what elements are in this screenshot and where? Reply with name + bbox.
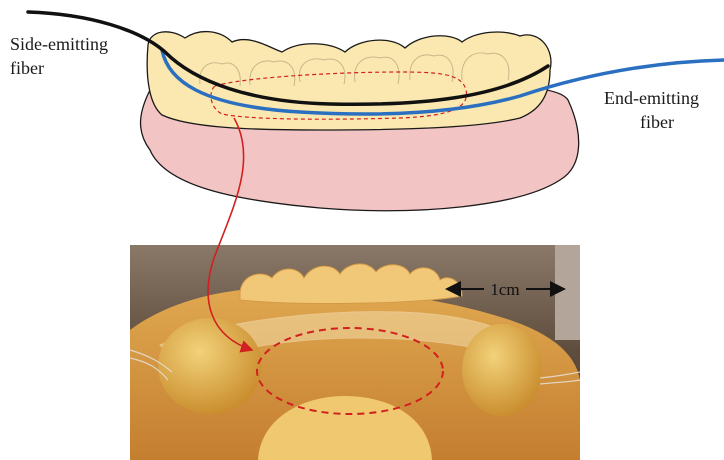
side-label-line1: Side-emitting [10, 34, 108, 54]
photo-left-bump [158, 318, 262, 414]
photo-right-edge [555, 245, 580, 340]
end-label-line2: fiber [640, 112, 674, 132]
scale-bar-label: 1cm [490, 280, 519, 299]
end-label-line1: End-emitting [604, 88, 699, 108]
photo: 1cm [130, 245, 580, 460]
photo-right-bump [462, 324, 542, 416]
schematic: Side-emitting fiber End-emitting fiber [10, 12, 724, 211]
side-label-line2: fiber [10, 58, 44, 78]
